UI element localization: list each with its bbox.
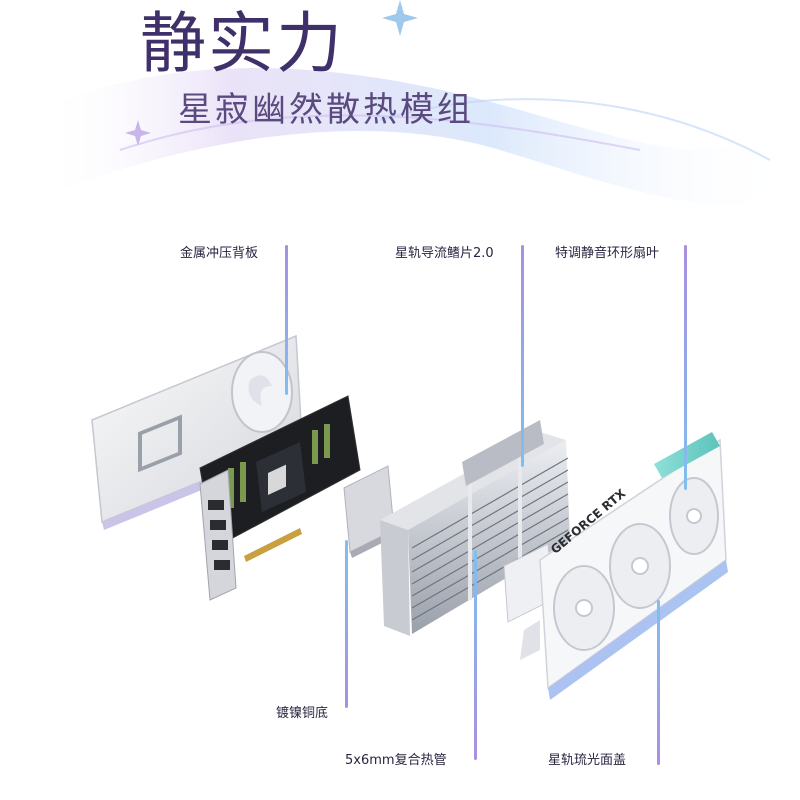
leader-line-fans	[684, 245, 687, 490]
sparkle-icon	[125, 0, 418, 146]
label-fans: 特调静音环形扇叶	[555, 246, 660, 261]
leader-line-backplate	[285, 245, 288, 395]
leader-line-baseplate	[345, 540, 348, 708]
label-baseplate: 镀镍铜底	[276, 706, 329, 721]
page-title: 静实力	[140, 5, 344, 82]
leader-line-shroud	[657, 600, 660, 765]
shroud-part	[503, 432, 728, 700]
pcb-part	[199, 395, 361, 601]
background-swoosh	[40, 68, 790, 206]
label-heatpipes: 5x6mm复合热管	[345, 753, 447, 768]
page-subtitle: 星寂幽然散热模组	[178, 90, 474, 130]
label-fins: 星轨导流鳍片2.0	[395, 246, 494, 261]
leader-line-fins	[521, 245, 524, 467]
label-backplate: 金属冲压背板	[180, 246, 259, 261]
heatsink-part	[380, 420, 570, 636]
fan-icon	[553, 477, 719, 651]
leader-line-heatpipes	[474, 550, 477, 760]
label-shroud: 星轨琉光面盖	[548, 753, 627, 768]
